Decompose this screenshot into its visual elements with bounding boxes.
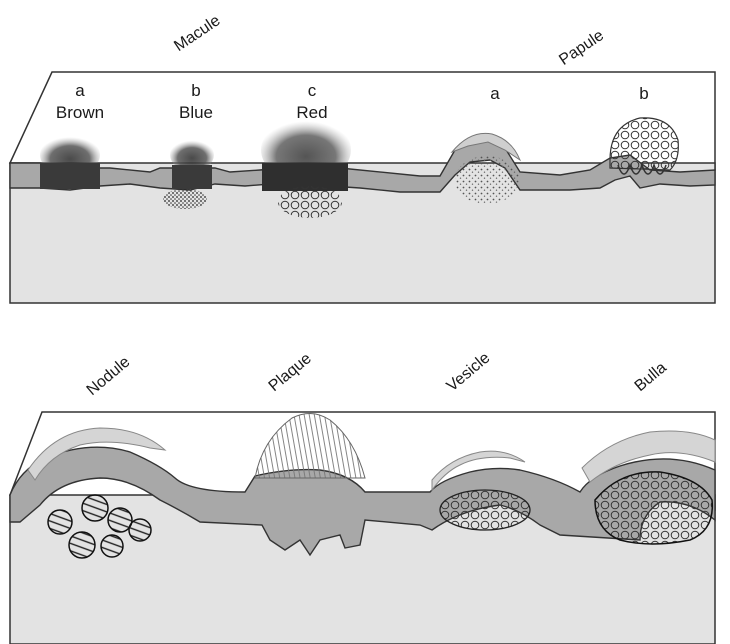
label-vesicle: Vesicle xyxy=(444,349,494,395)
macule-blue-dermal-dots xyxy=(163,189,207,209)
macule-b-letter: b xyxy=(191,81,200,100)
papule-a-infiltrate xyxy=(455,156,519,204)
macule-a-color: Brown xyxy=(56,103,104,122)
macule-red-vessels xyxy=(278,186,342,218)
macule-blue-band xyxy=(172,165,212,189)
top-panel xyxy=(10,72,715,303)
label-macule: Macule xyxy=(171,12,223,55)
macule-b-color: Blue xyxy=(179,103,213,122)
papule-a-letter: a xyxy=(490,84,500,103)
macule-brown-band xyxy=(40,163,100,189)
label-papule: Papule xyxy=(556,27,607,69)
macule-c-letter: c xyxy=(308,81,317,100)
vesicle-fluid xyxy=(440,490,530,530)
label-bulla: Bulla xyxy=(632,359,670,395)
top-panel-surface xyxy=(10,72,715,170)
bottom-panel xyxy=(10,412,715,644)
label-plaque: Plaque xyxy=(266,350,315,395)
papule-b-letter: b xyxy=(639,84,648,103)
label-nodule: Nodule xyxy=(84,353,134,399)
macule-a-letter: a xyxy=(75,81,85,100)
macule-c-color: Red xyxy=(296,103,327,122)
